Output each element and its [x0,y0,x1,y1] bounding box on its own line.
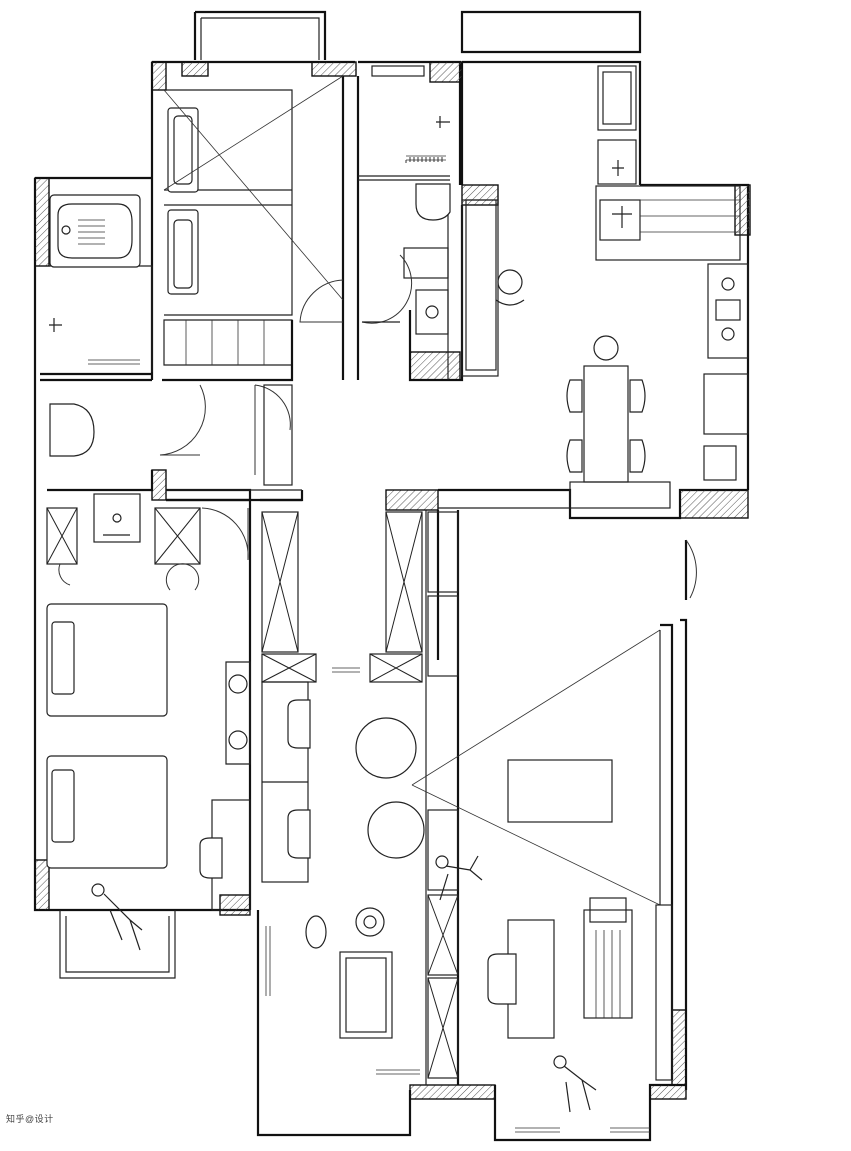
bedroom-top-beds [163,75,344,323]
watermark-caption: 知乎@设计 [6,1114,54,1124]
structural-columns [34,61,751,1100]
bathroom-left [49,194,293,486]
person-figure-balcony [553,1055,597,1113]
hall-furniture [265,717,650,1133]
tub-drain-grid [78,219,105,245]
corridor-storage [261,511,459,883]
bedroom-left [46,493,251,911]
interior-walls [40,76,570,1085]
person-figure-living [435,855,483,901]
bathroom-top [361,65,451,335]
kitchen-dining [461,65,749,509]
living-room [411,539,697,1081]
person-figure-bedroom [91,883,143,951]
